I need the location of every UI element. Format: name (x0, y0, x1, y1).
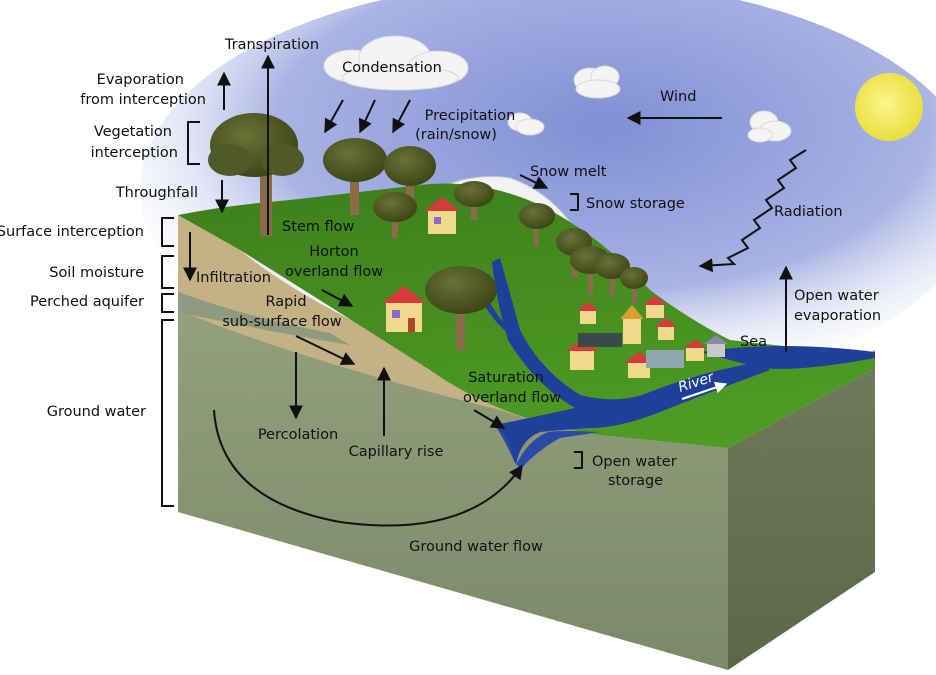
snow-storage-bracket (570, 193, 579, 211)
snow-storage-label: Snow storage (586, 196, 685, 212)
precipitation-arrow (392, 99, 411, 134)
ground-water-flow-arrow (213, 409, 523, 527)
house-icon (704, 335, 728, 357)
snow-melt-arrow (519, 174, 549, 189)
house-icon (577, 302, 599, 324)
capillary-rise-label: Capillary rise (349, 444, 444, 460)
ground-water-bracket (161, 319, 174, 507)
saturation-overland-flow-arrow (473, 409, 506, 429)
precipitation-label: Precipitation (425, 108, 516, 124)
river-channel (498, 426, 600, 470)
open-water-evaporation-label: Open water (794, 288, 879, 304)
house-icon (643, 296, 667, 318)
condensation-cloud-icon (323, 35, 469, 91)
rapid-sub-surface-flow-arrow (295, 335, 356, 365)
sun-icon (855, 73, 923, 141)
cloud-icon (573, 65, 621, 99)
soil-moisture-bracket (161, 255, 174, 289)
snow-melt-label: Snow melt (530, 164, 607, 180)
open-water-evaporation-label-line2: evaporation (794, 308, 881, 324)
tree-icon (373, 192, 417, 238)
house-icon (620, 305, 644, 344)
ground-water-label: Ground water (47, 404, 146, 420)
tree-icon (519, 203, 555, 246)
transpiration-label: Transpiration (224, 37, 319, 53)
river-flow-arrow (681, 381, 728, 400)
vegetation-interception-label-line2: interception (91, 145, 178, 161)
open-water-storage-bracket (574, 451, 583, 469)
house-icon (382, 286, 426, 332)
house-icon (655, 318, 677, 340)
percolation-label: Percolation (258, 427, 338, 443)
throughfall-label: Throughfall (115, 185, 198, 201)
evaporation-label: Evaporation (97, 72, 184, 88)
vegetation-interception-bracket (187, 121, 200, 165)
house-icon (683, 340, 707, 361)
soil-moisture-label: Soil moisture (49, 265, 144, 281)
radiation-arrow (698, 149, 807, 273)
tree-icon (620, 267, 648, 304)
saturation-overland-flow-label: Saturation (468, 370, 544, 386)
ground-water-side (728, 368, 875, 670)
tree-icon (384, 146, 436, 212)
factory-icon (578, 333, 684, 368)
tributary (484, 300, 516, 338)
tree-icon (323, 138, 387, 215)
surface-interception-bracket (161, 217, 174, 247)
surface-interception-label: Surface interception (0, 224, 144, 240)
horton-label: Horton (309, 244, 358, 260)
horton-label-line2: overland flow (285, 264, 383, 280)
stem-flow-label: Stem flow (282, 219, 355, 235)
tree-icon (454, 181, 494, 220)
evaporation-label-line2: from interception (80, 92, 206, 108)
open-water-storage-label: Open water (592, 454, 677, 470)
cloud-icon (747, 110, 792, 143)
ground-water-front (178, 310, 728, 670)
open-water-storage-label-line2: storage (608, 473, 663, 489)
cloud-icon (507, 112, 545, 136)
tree-icon (594, 253, 630, 298)
radiation-label: Radiation (774, 204, 843, 220)
condensation-label: Condensation (342, 60, 442, 76)
saturation-overland-flow-label-line2: overland flow (463, 390, 561, 406)
perched-aquifer-bracket (161, 293, 174, 313)
rapid-sub-surface-flow-label: Rapid (265, 294, 306, 310)
horton-overland-flow-arrow (321, 289, 354, 307)
precipitation-arrow (324, 99, 344, 134)
ground-water-flow-label: Ground water flow (409, 539, 543, 555)
vegetation-interception-label: Vegetation (94, 124, 172, 140)
river (492, 258, 770, 465)
perched-aquifer-layer (178, 292, 350, 345)
rapid-sub-surface-flow-label-line2: sub-surface flow (222, 314, 341, 330)
house-icon (424, 197, 460, 234)
sea (700, 346, 875, 369)
precipitation-label-line2: (rain/snow) (415, 127, 497, 143)
sea-label: Sea (740, 334, 767, 350)
infiltration-label: Infiltration (196, 270, 271, 286)
wind-label: Wind (660, 89, 696, 105)
perched-aquifer-label: Perched aquifer (30, 294, 144, 310)
precipitation-arrow (359, 99, 376, 134)
tree-icon (425, 266, 497, 350)
